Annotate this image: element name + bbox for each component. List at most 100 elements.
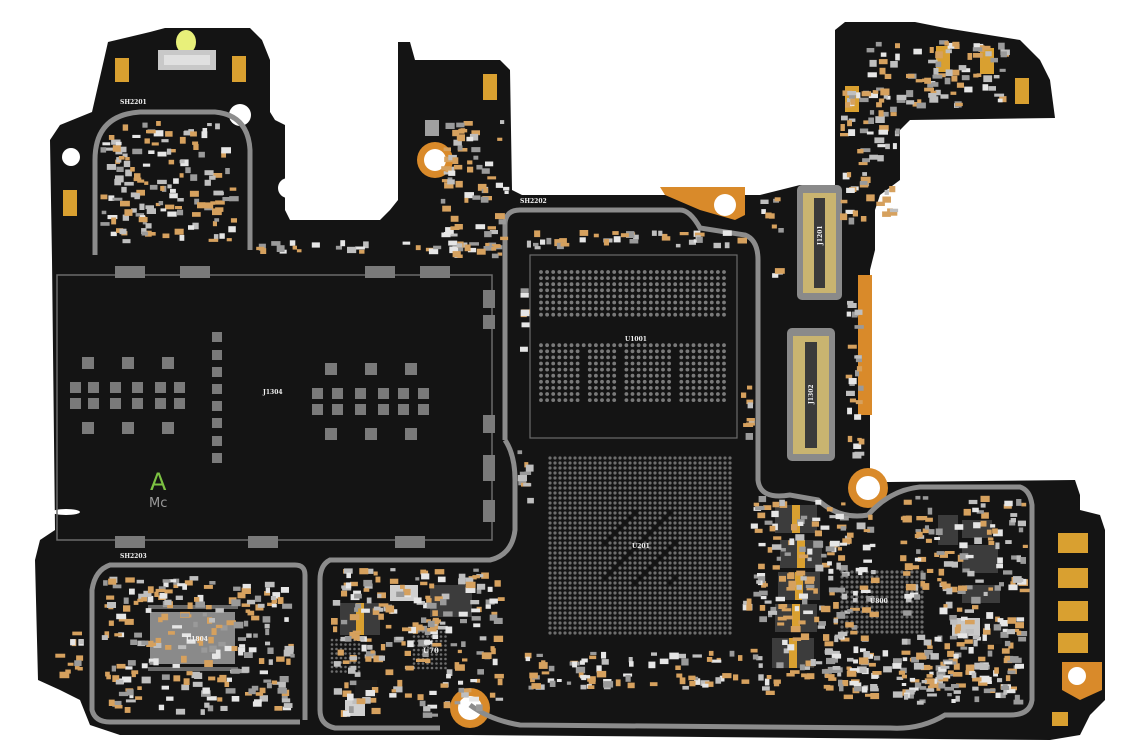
bga-ball — [553, 561, 557, 565]
bga-ball — [551, 288, 556, 293]
bga-ball — [573, 481, 577, 485]
smd-component — [898, 670, 905, 675]
smd-component — [185, 167, 191, 174]
smd-component — [122, 239, 131, 244]
smd-component — [206, 696, 217, 701]
bga-ball — [568, 596, 572, 600]
smd-component — [244, 652, 253, 658]
bga-ball — [548, 631, 552, 635]
bga-ball — [600, 276, 604, 280]
bga-ball — [638, 566, 642, 570]
smd-component — [344, 636, 352, 642]
bga-ball — [628, 466, 632, 470]
bga-ball — [335, 643, 338, 646]
bga-ball — [558, 461, 562, 465]
bga-ball — [880, 610, 884, 614]
smd-component — [430, 713, 438, 717]
bga-ball — [603, 556, 607, 560]
smd-component — [1002, 684, 1008, 690]
smd-component — [972, 686, 979, 691]
bga-ball — [653, 621, 657, 625]
smd-component — [829, 590, 835, 596]
bga-ball — [722, 349, 726, 354]
smd-component — [118, 691, 129, 697]
bga-ball — [723, 601, 727, 605]
smd-component — [179, 234, 185, 241]
bga-ball — [850, 615, 854, 619]
bga-ball — [653, 626, 657, 630]
smd-component — [254, 699, 262, 703]
smd-component — [869, 59, 877, 67]
bga-ball — [642, 288, 647, 293]
bga-ball — [668, 571, 672, 575]
bga-ball — [558, 626, 562, 630]
smd-component — [122, 124, 129, 131]
bga-ball — [618, 551, 622, 555]
bga-ball — [568, 536, 572, 540]
bga-ball — [718, 511, 722, 515]
bga-ball — [578, 606, 582, 610]
smd-component — [807, 548, 813, 555]
smd-component — [939, 552, 948, 558]
bga-ball — [638, 631, 642, 635]
bga-ball — [623, 481, 627, 485]
smd-component — [746, 604, 752, 611]
bga-ball — [655, 373, 659, 378]
bga-ball — [569, 361, 574, 366]
bga-ball — [865, 625, 869, 629]
smd-component — [702, 683, 709, 688]
bga-ball — [588, 566, 592, 570]
bga-ball — [648, 536, 652, 540]
bga-ball — [648, 496, 652, 500]
bga-ball — [573, 486, 577, 490]
bga-ball — [548, 556, 552, 560]
bga-ball — [430, 662, 434, 665]
bga-ball — [569, 398, 574, 402]
smd-component — [927, 507, 933, 515]
smd-component — [868, 117, 874, 124]
bga-ball — [667, 379, 671, 384]
smd-component — [179, 173, 184, 178]
bga-ball — [557, 306, 562, 311]
bga-ball — [910, 620, 914, 624]
bga-ball — [563, 526, 567, 530]
bga-ball — [630, 294, 635, 299]
u201-bga — [548, 456, 732, 635]
smd-component — [457, 148, 468, 152]
bga-ball — [583, 481, 587, 485]
bga-ball — [583, 611, 587, 615]
bga-ball — [612, 373, 617, 378]
smd-component — [389, 693, 397, 698]
smd-component — [935, 528, 943, 535]
bga-ball — [890, 590, 894, 594]
bga-ball — [539, 355, 543, 360]
bga-ball — [910, 630, 914, 634]
smd-component — [354, 607, 359, 612]
bga-ball — [642, 355, 647, 360]
smd-component — [419, 700, 426, 707]
smd-component — [890, 106, 897, 113]
bga-ball — [439, 666, 443, 670]
smd-component — [980, 495, 990, 502]
bga-ball — [850, 585, 854, 589]
smd-component — [485, 604, 491, 609]
bga-ball — [573, 491, 577, 495]
bga-ball — [583, 531, 587, 535]
bga-ball — [683, 621, 687, 625]
smd-component — [922, 583, 930, 590]
bga-ball — [600, 367, 604, 372]
bga-ball — [723, 466, 727, 470]
smd-component — [132, 148, 143, 155]
bga-ball — [638, 606, 642, 610]
bga-ball — [598, 601, 602, 605]
smd-component — [1007, 670, 1016, 674]
smd-component — [272, 592, 281, 599]
smd-component — [995, 616, 1000, 622]
bga-ball — [643, 601, 647, 605]
bga-ball — [693, 531, 697, 535]
smd-component — [990, 57, 998, 63]
bga-ball — [568, 501, 572, 505]
bga-ball — [548, 616, 552, 620]
bga-ball — [880, 585, 884, 589]
smd-component — [226, 238, 232, 242]
